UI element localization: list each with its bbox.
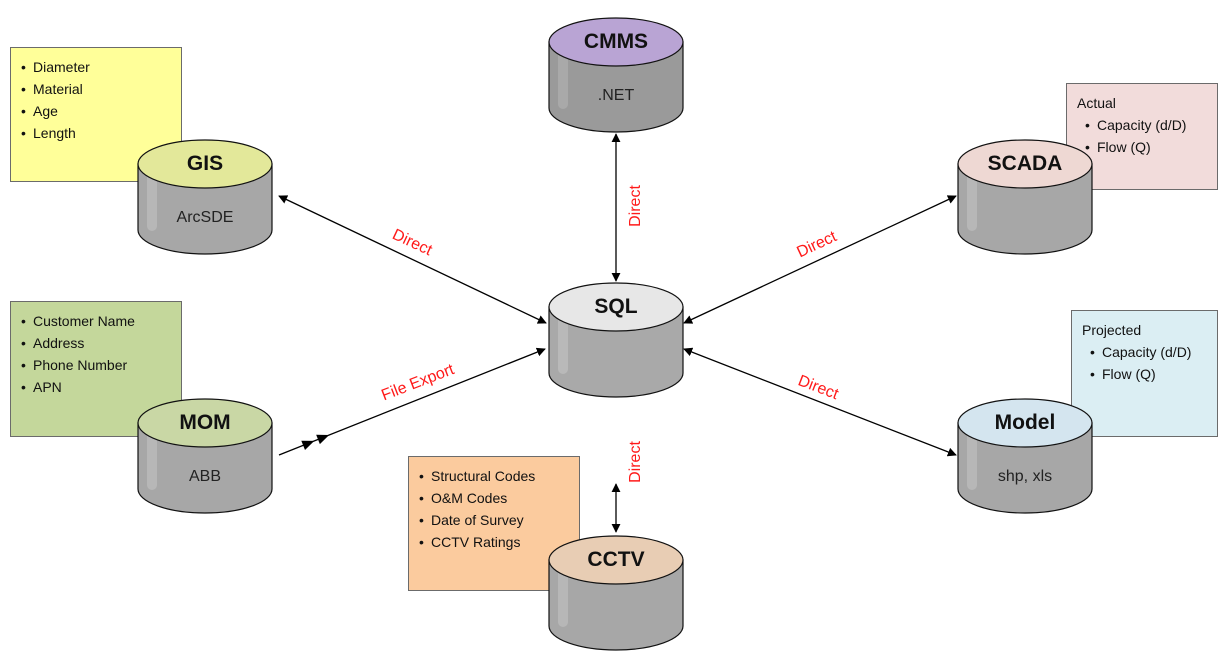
mom-cylinder-body bbox=[137, 422, 273, 514]
cctv-cylinder-body bbox=[548, 559, 684, 651]
gis-attributes-note: Diameter Material Age Length bbox=[10, 47, 182, 182]
gis-note-item: Diameter bbox=[21, 56, 173, 78]
scada-cylinder-top bbox=[957, 139, 1093, 189]
scada-title: SCADA bbox=[988, 152, 1063, 175]
edge-label-cmms: Direct bbox=[627, 185, 644, 227]
sql-cylinder-body bbox=[548, 306, 684, 398]
scada-cylinder-body bbox=[957, 163, 1093, 255]
connector-layer bbox=[278, 133, 957, 533]
model-cylinder-body bbox=[957, 422, 1093, 514]
connector-scada-sql bbox=[683, 195, 957, 324]
scada-note-item: Capacity (d/D) bbox=[1085, 114, 1209, 136]
gis-cylinder-top bbox=[137, 139, 273, 189]
model-subtitle: shp, xls bbox=[998, 468, 1052, 485]
cctv-note-item: Date of Survey bbox=[419, 509, 571, 531]
mom-subtitle: ABB bbox=[189, 468, 221, 485]
model-title: Model bbox=[995, 411, 1056, 434]
mom-cylinder-top bbox=[137, 398, 273, 448]
cmms-cylinder-top bbox=[548, 17, 684, 67]
gis-note-item: Length bbox=[21, 122, 173, 144]
cmms-cylinder-body bbox=[548, 41, 684, 133]
cmms-subtitle: .NET bbox=[598, 87, 635, 104]
cctv-cylinder-top bbox=[548, 535, 684, 585]
cctv-note-item: Structural Codes bbox=[419, 465, 571, 487]
cmms-title: CMMS bbox=[584, 30, 648, 53]
model-note-item: Capacity (d/D) bbox=[1090, 341, 1209, 363]
connector-gis-sql bbox=[278, 195, 547, 324]
edge-label-scada: Direct bbox=[794, 228, 840, 261]
model-note-header: Projected bbox=[1082, 322, 1142, 338]
gis-title: GIS bbox=[187, 152, 223, 175]
mom-note-item: APN bbox=[21, 376, 173, 398]
cctv-title: CCTV bbox=[587, 548, 644, 571]
model-database-cylinder: Model shp, xls bbox=[957, 398, 1093, 514]
scada-note-header: Actual bbox=[1077, 95, 1116, 111]
scada-database-cylinder: SCADA bbox=[957, 139, 1093, 255]
gis-note-item: Material bbox=[21, 78, 173, 100]
mom-database-cylinder: MOM ABB bbox=[137, 398, 273, 514]
export-arrowhead bbox=[316, 434, 330, 445]
sql-title: SQL bbox=[594, 295, 637, 318]
node-layer: CMMS .NET GIS ArcSDE SCADA SQL MOM ABB Model shp,… bbox=[137, 17, 1093, 651]
mom-attributes-note: Customer Name Address Phone Number APN bbox=[10, 301, 182, 437]
mom-note-item: Address bbox=[21, 332, 173, 354]
scada-note-item: Flow (Q) bbox=[1085, 136, 1209, 158]
gis-subtitle: ArcSDE bbox=[177, 209, 234, 226]
mom-note-item: Customer Name bbox=[21, 310, 173, 332]
edge-label-gis: Direct bbox=[390, 226, 436, 259]
edge-label-model: Direct bbox=[796, 372, 842, 403]
model-note-item: Flow (Q) bbox=[1090, 363, 1209, 385]
model-cylinder-top bbox=[957, 398, 1093, 448]
mom-note-item: Phone Number bbox=[21, 354, 173, 376]
edge-label-mom: File Export bbox=[379, 361, 457, 404]
connector-model-sql bbox=[683, 347, 957, 457]
cctv-database-cylinder: CCTV bbox=[548, 535, 684, 651]
gis-database-cylinder: GIS ArcSDE bbox=[137, 139, 273, 255]
mom-title: MOM bbox=[179, 411, 230, 434]
sql-database-cylinder: SQL bbox=[548, 282, 684, 398]
cctv-note-item: O&M Codes bbox=[419, 487, 571, 509]
cctv-note-item: CCTV Ratings bbox=[419, 531, 571, 553]
export-arrowhead bbox=[301, 440, 315, 451]
cmms-database-cylinder: CMMS .NET bbox=[548, 17, 684, 133]
sql-cylinder-top bbox=[548, 282, 684, 332]
gis-cylinder-body bbox=[137, 163, 273, 255]
edge-label-cctv: Direct bbox=[627, 441, 644, 483]
gis-note-item: Age bbox=[21, 100, 173, 122]
